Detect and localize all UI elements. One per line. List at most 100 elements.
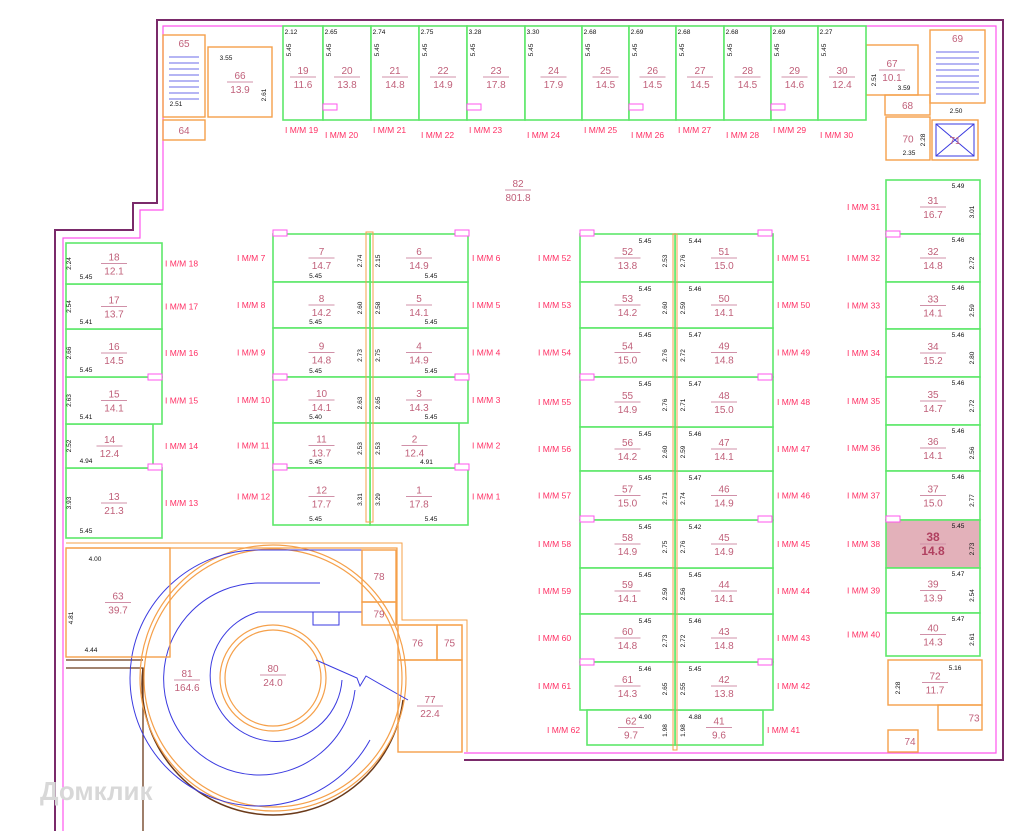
room-area: 11.7 — [926, 686, 945, 697]
space-dimension: 5.46 — [952, 237, 965, 244]
space-dimension: 2.65 — [325, 29, 338, 36]
room-number: 71 — [949, 136, 961, 147]
space-number: 15 — [108, 390, 120, 401]
space-dimension: 2.60 — [357, 301, 364, 314]
space-dimension: 2.58 — [375, 301, 382, 314]
space-label-57: I M/M 57 — [538, 491, 571, 501]
parking-space-1[interactable]: 117.85.453.29 — [369, 467, 469, 526]
space-dimension: 2.71 — [680, 398, 687, 411]
space-label-45: I M/M 45 — [777, 539, 810, 549]
space-dimension: 2.72 — [680, 349, 687, 362]
space-number: 17 — [108, 296, 120, 307]
space-label-15: I M/M 15 — [165, 396, 198, 406]
space-number: 53 — [622, 294, 634, 305]
space-label-3: I M/M 3 — [472, 395, 501, 405]
outer-walls — [54, 19, 1004, 831]
space-number: 39 — [927, 580, 939, 591]
parking-space-2[interactable]: 212.44.912.53 — [369, 422, 460, 469]
space-label-36: I M/M 36 — [847, 443, 880, 453]
parking-space-5[interactable]: 514.15.452.58 — [369, 281, 469, 329]
room-number: 73 — [968, 714, 980, 725]
room-number: 78 — [373, 572, 385, 583]
parking-space-4[interactable]: 414.95.452.75 — [369, 327, 469, 378]
space-dimension: 5.45 — [639, 618, 652, 625]
room-number: 64 — [178, 126, 190, 137]
space-dimension: 5.49 — [952, 183, 965, 190]
parking-space-62[interactable]: 629.74.901.98 — [586, 709, 676, 746]
parking-space-41[interactable]: 419.64.881.98 — [674, 709, 764, 746]
space-label-40: I M/M 40 — [847, 630, 880, 640]
room-area: 24.0 — [263, 678, 283, 689]
space-dimension: 2.72 — [969, 399, 976, 412]
parking-space-3[interactable]: 314.35.452.65 — [369, 376, 469, 424]
space-area: 15.0 — [714, 261, 734, 272]
space-dimension: 4.88 — [689, 714, 702, 721]
parking-space-7[interactable]: 714.75.452.74 — [272, 233, 371, 283]
parking-space-6[interactable]: 614.95.452.15 — [369, 233, 469, 283]
room-64: 64 — [162, 119, 206, 141]
parking-space-8[interactable]: 814.25.452.60 — [272, 281, 371, 329]
space-number: 58 — [622, 533, 634, 544]
door-marker — [147, 373, 163, 381]
space-dimension: 5.45 — [639, 381, 652, 388]
space-dimension: 2.56 — [969, 446, 976, 459]
space-number: 43 — [718, 627, 730, 638]
space-area: 13.7 — [312, 449, 332, 460]
parking-space-9[interactable]: 914.85.452.73 — [272, 327, 371, 378]
space-area: 15.0 — [618, 499, 638, 510]
space-dimension: 5.45 — [639, 572, 652, 579]
space-dimension: 5.45 — [821, 43, 828, 56]
